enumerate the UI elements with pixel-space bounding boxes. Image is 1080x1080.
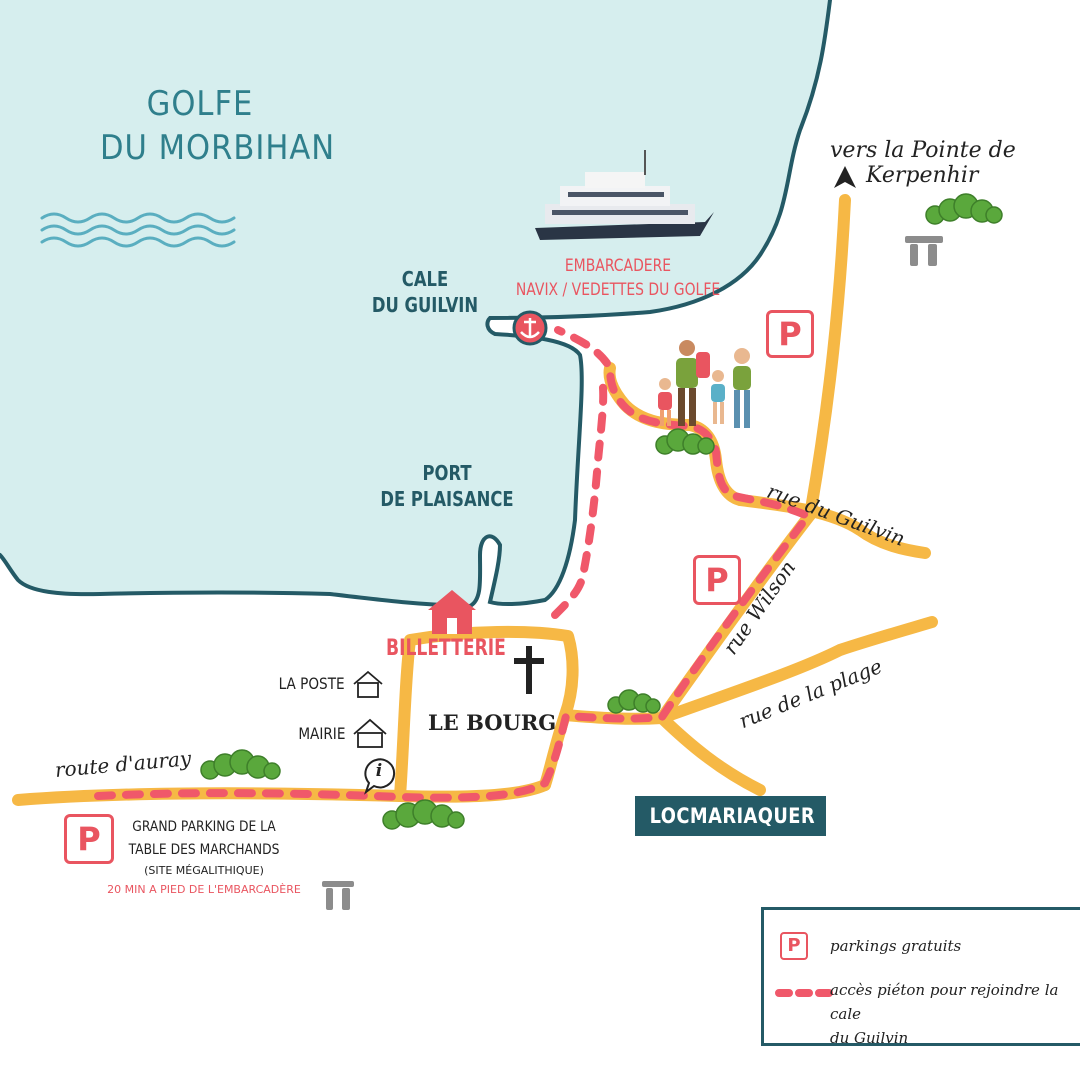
port-label: PORT DE PLAISANCE [377,460,516,512]
town-label-text: LOCMARIAQUER [649,804,816,828]
legend-path-label: accès piéton pour rejoindre la cale du G… [830,978,1080,1050]
parking-marker-wilson[interactable]: P [693,555,741,605]
pointe-label: vers la Pointe de Kerpenhir [830,138,1016,188]
bush-bourg [382,799,465,830]
legend-path-label-line2: du Guilvin [830,1029,909,1047]
port-label-line2: DE PLAISANCE [380,487,514,511]
info-icon[interactable] [364,758,396,795]
legend-parking-icon: P [780,932,808,960]
town-label: LOCMARIAQUER [635,796,826,836]
bush-icon [200,193,1003,830]
waves-icon [40,212,236,248]
sea-title: GOLFE DU MORBIHAN [100,82,336,170]
sea-title-line1: GOLFE [146,84,254,124]
legend: P parkings gratuits accès piéton pour re… [761,907,1080,1047]
house-icon-la-poste [353,670,383,698]
sea-title-line2: DU MORBIHAN [100,128,336,168]
megalith-icon [905,236,943,266]
house-icon-billetterie[interactable] [428,590,476,634]
parking-marker-grand-letter: P [77,820,101,858]
house-icon-mairie [353,718,387,748]
road-rue-guilvin-north [804,194,851,521]
cale-label: CALE DU GUILVIN [359,266,490,318]
embarcadere-label-line1: EMBARCADERE [564,256,672,276]
parking-marker-wilson-letter: P [705,561,729,599]
pointe-label-line1: vers la Pointe de [830,138,1016,163]
parking-marker-guilvin[interactable]: P [766,310,814,358]
port-label-line1: PORT [422,461,472,485]
coastline [0,0,832,609]
grand-parking-line3: (SITE MÉGALITHIQUE) [144,864,264,877]
info-letter[interactable]: i [375,761,383,781]
grand-parking-line1: GRAND PARKING DE LA [132,819,276,835]
sea-area [0,0,830,606]
mairie-label: MAIRIE [297,724,345,743]
embarcadere-label: EMBARCADERE NAVIX / VEDETTES DU GOLFE [503,254,733,302]
ferry-image [535,150,714,240]
grand-parking-note: 20 MIN A PIED DE L'EMBARCADÈRE [107,883,301,896]
legend-path-label-line1: accès piéton pour rejoindre la cale [830,981,1059,1023]
cale-label-line2: DU GUILVIN [371,293,479,317]
le-bourg-label: LE BOURG [428,710,557,735]
church-cross-icon [514,646,544,694]
billetterie-label[interactable]: BILLETTERIE [386,636,506,661]
road-rue-plage [656,616,938,724]
parking-marker-grand[interactable]: P [64,814,114,864]
grand-parking-info: GRAND PARKING DE LA TABLE DES MARCHANDS … [106,816,302,900]
legend-path-sample [775,989,834,997]
bush-guilvin [655,428,715,455]
pointe-label-line2: Kerpenhir [866,163,979,188]
bush-center [607,689,661,714]
hikers-image [658,340,751,428]
megalith-icon-parking [322,881,354,910]
pedestrian-path [94,326,815,802]
legend-parking-label: parkings gratuits [830,937,962,955]
la-poste-label: LA POSTE [279,674,345,693]
parking-marker-guilvin-letter: P [778,315,802,353]
bush-kerpenhir [925,193,1003,225]
cale-label-line1: CALE [401,267,449,291]
legend-parking-letter: P [787,935,801,956]
anchor-icon[interactable] [512,310,548,346]
road-locmariaquer [656,712,766,796]
embarcadere-label-line2: NAVIX / VEDETTES DU GOLFE [515,280,721,300]
bush-route-auray [200,749,281,780]
grand-parking-line2: TABLE DES MARCHANDS [128,842,280,858]
north-arrow-icon [834,166,856,188]
